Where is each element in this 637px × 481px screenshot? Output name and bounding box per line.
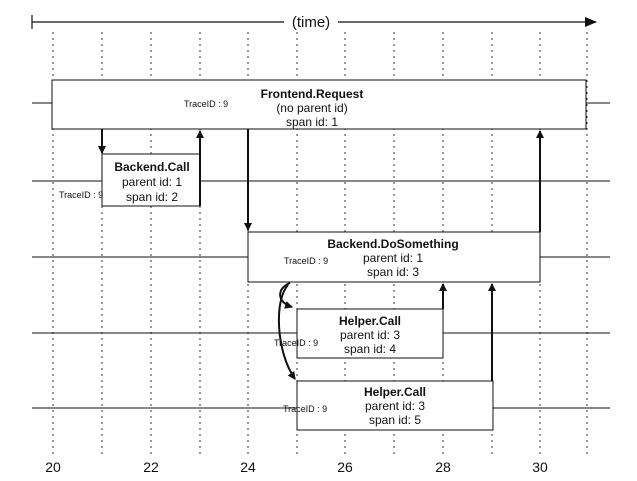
time-axis-label: (time)	[292, 14, 330, 31]
time-axis: (time)	[31, 14, 597, 31]
span-helper-call-1: Helper.Call parent id: 3 span id: 4 Trac…	[274, 308, 444, 359]
span-id: span id: 2	[126, 190, 178, 204]
span-backend-call: Backend.Call parent id: 1 span id: 2 Tra…	[59, 153, 201, 207]
span-id: span id: 3	[367, 265, 419, 279]
span-title: Backend.DoSomething	[327, 237, 458, 251]
trace-id-label: TraceID : 9	[284, 256, 328, 266]
span-parent-id: (no parent id)	[276, 101, 347, 115]
arrow-call-helper-2	[277, 284, 296, 380]
span-title: Frontend.Request	[261, 87, 364, 101]
span-title: Backend.Call	[114, 160, 189, 174]
tick-labels: 20 22 24 26 28 30	[45, 459, 548, 475]
tick-label: 28	[435, 459, 451, 475]
span-parent-id: parent id: 3	[340, 328, 400, 342]
span-parent-id: parent id: 1	[122, 175, 182, 189]
span-helper-call-2: Helper.Call parent id: 3 span id: 5 Trac…	[283, 380, 494, 431]
span-id: span id: 5	[369, 413, 421, 427]
tick-label: 26	[337, 459, 353, 475]
trace-id-label: TraceID : 9	[184, 99, 228, 109]
tick-label: 22	[143, 459, 159, 475]
tick-label: 30	[532, 459, 548, 475]
span-title: Helper.Call	[364, 385, 426, 399]
trace-id-label: TraceID : 9	[59, 190, 103, 200]
span-id: span id: 1	[286, 115, 338, 129]
tick-label: 20	[45, 459, 61, 475]
call-arrows	[98, 129, 544, 381]
span-parent-id: parent id: 1	[363, 251, 423, 265]
trace-id-label: TraceID : 9	[274, 338, 318, 348]
trace-id-label: TraceID : 9	[283, 404, 327, 414]
span-id: span id: 4	[344, 342, 396, 356]
tick-label: 24	[240, 459, 256, 475]
span-title: Helper.Call	[339, 314, 401, 328]
span-frontend-request: Frontend.Request (no parent id) span id:…	[51, 79, 587, 130]
span-parent-id: parent id: 3	[365, 399, 425, 413]
span-backend-dosomething: Backend.DoSomething parent id: 1 span id…	[247, 231, 541, 283]
